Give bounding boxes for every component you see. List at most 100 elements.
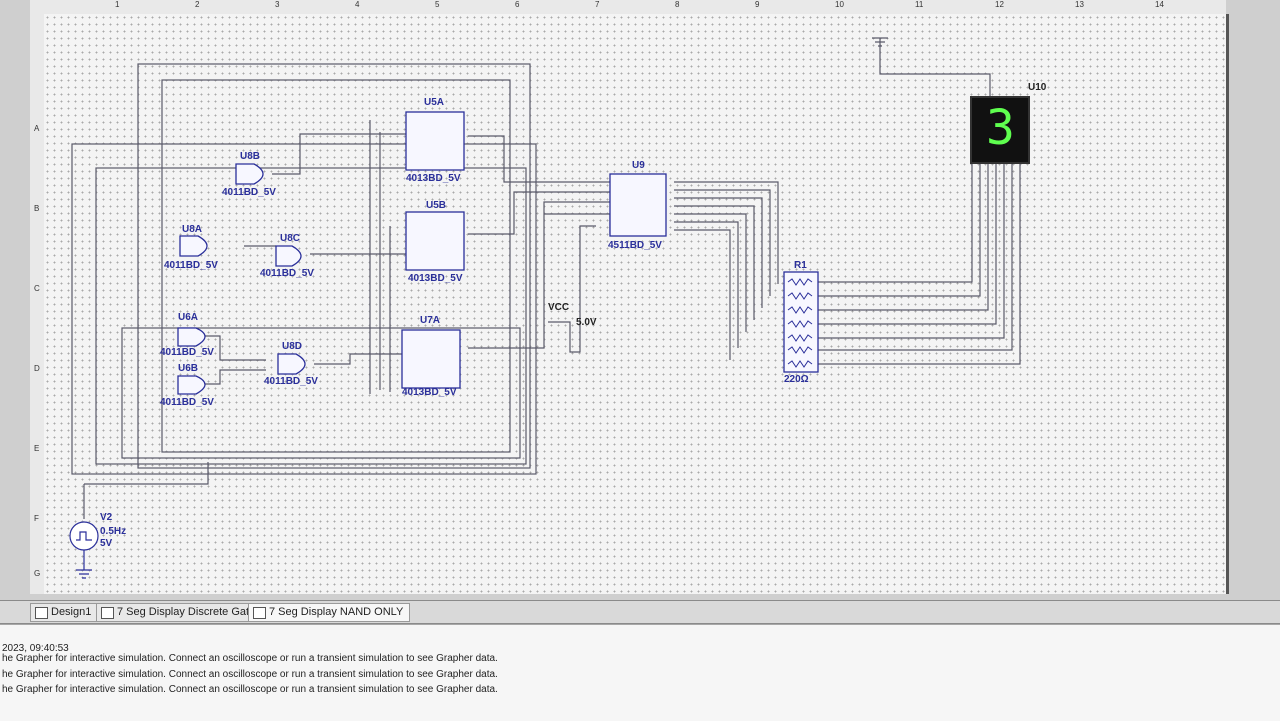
u8a-part: 4011BD_5V	[164, 260, 218, 271]
segment-wire	[674, 221, 739, 348]
ruler-tick: C	[34, 284, 40, 293]
data-wire	[468, 201, 610, 349]
vcc-value: 5.0V	[576, 317, 597, 328]
schematic-icon	[253, 607, 266, 619]
tab-label: Design1	[51, 606, 92, 618]
display-wire	[818, 162, 989, 311]
resistor-zigzag	[787, 334, 813, 342]
nand-gate-u8d	[277, 353, 306, 375]
v2-ref[interactable]: V2	[100, 512, 113, 523]
ground-wire	[879, 38, 991, 96]
ruler-tick: 13	[1075, 0, 1084, 9]
gate-wire	[204, 335, 266, 361]
spreadsheet-log-panel[interactable]: 2023, 09:40:53 he Grapher for interactiv…	[0, 624, 1280, 721]
nand-gate-u8a	[179, 235, 208, 257]
ruler-tick: 8	[675, 0, 680, 9]
log-line: he Grapher for interactive simulation. C…	[2, 669, 498, 680]
feedback-wire	[137, 63, 531, 469]
data-wire	[468, 135, 610, 183]
tab-7-seg-display-nand-only[interactable]: 7 Seg Display NAND ONLY	[248, 603, 411, 622]
flip-flop-u5a	[405, 111, 465, 171]
feedback-wire	[95, 167, 527, 465]
u10-ref[interactable]: U10	[1028, 82, 1047, 93]
clock-source-v2	[69, 521, 99, 551]
u5b-ref[interactable]: U5B	[426, 200, 447, 211]
r1-value: 220Ω	[784, 374, 809, 385]
ruler-tick: 10	[835, 0, 844, 9]
resistor-zigzag	[787, 306, 813, 314]
schematic-canvas[interactable]: U5A 4013BD_5V U5B 4013BD_5V U7A 4013BD_5…	[44, 14, 1229, 594]
u5a-part: 4013BD_5V	[406, 173, 461, 184]
feedback-wire	[161, 79, 511, 453]
ground-symbol	[872, 37, 888, 47]
ruler-tick: 6	[515, 0, 520, 9]
ruler-tick: 14	[1155, 0, 1164, 9]
display-wire	[818, 162, 997, 325]
u8d-ref[interactable]: U8D	[282, 341, 303, 352]
u5a-label[interactable]: U5A	[424, 97, 444, 108]
ruler-tick: 4	[355, 0, 360, 9]
ruler-tick: B	[34, 204, 40, 213]
u6a-part: 4011BD_5V	[160, 347, 214, 358]
u9-ref[interactable]: U9	[632, 160, 645, 171]
u6a-ref[interactable]: U6A	[178, 312, 199, 323]
nand-gate-u6a	[177, 327, 206, 347]
u8c-ref[interactable]: U8C	[280, 233, 301, 244]
data-wire	[544, 213, 611, 234]
feedback-wire	[121, 327, 521, 459]
schematic-icon	[35, 607, 48, 619]
resistor-zigzag	[787, 320, 813, 328]
ruler-tick: 9	[755, 0, 760, 9]
u6b-ref[interactable]: U6B	[178, 363, 199, 374]
log-line: he Grapher for interactive simulation. C…	[2, 684, 498, 695]
decoder-u9	[609, 173, 667, 237]
tab-design1[interactable]: Design1	[30, 603, 99, 622]
display-wire	[818, 162, 973, 283]
v2-amp: 5V	[100, 538, 113, 549]
flip-flop-u5b	[405, 211, 465, 271]
u5b-part: 4013BD_5V	[408, 273, 463, 284]
u8b-ref[interactable]: U8B	[240, 151, 261, 162]
resistor-zigzag	[787, 360, 813, 368]
ruler-tick: D	[34, 364, 40, 373]
ruler-tick: F	[34, 514, 39, 523]
u7a-part: 4013BD_5V	[402, 387, 457, 398]
u8a-ref[interactable]: U8A	[182, 224, 203, 235]
u9-part: 4511BD_5V	[608, 240, 662, 251]
resistor-zigzag	[787, 292, 813, 300]
u5a-ref: U5A	[424, 97, 445, 108]
seven-segment-display[interactable]: 3	[970, 96, 1030, 164]
v2-freq: 0.5Hz	[100, 526, 127, 537]
segment-wire	[674, 197, 763, 308]
u6b-part: 4011BD_5V	[160, 397, 214, 408]
u7a-ref[interactable]: U7A	[420, 315, 441, 326]
r1-ref[interactable]: R1	[794, 260, 807, 271]
ruler-tick: A	[34, 124, 40, 133]
ruler-tick: E	[34, 444, 40, 453]
nand-gate-u8b	[235, 163, 264, 185]
ruler-tick: 11	[915, 0, 924, 9]
segment-wire	[674, 213, 747, 332]
resistor-zigzag	[787, 346, 813, 354]
u8d-part: 4011BD_5V	[264, 376, 318, 387]
display-digit: 3	[986, 100, 1015, 156]
log-timestamp: 2023, 09:40:53	[2, 643, 69, 654]
ground-symbol	[76, 550, 92, 579]
gate-wire	[272, 133, 406, 175]
tab-7-seg-display-discrete-gate[interactable]: 7 Seg Display Discrete Gate	[96, 603, 263, 622]
gate-wire	[314, 353, 404, 365]
schematic-drawing	[69, 37, 1021, 579]
log-line: he Grapher for interactive simulation. C…	[2, 653, 498, 664]
display-wire	[818, 162, 1013, 351]
design-tab-bar: Design1 7 Seg Display Discrete Gate 7 Se…	[0, 600, 1280, 624]
feedback-wire	[71, 143, 537, 475]
ruler-tick: 5	[435, 0, 440, 9]
gate-wire	[204, 369, 266, 385]
segment-wire	[674, 205, 755, 320]
display-wire	[818, 162, 1021, 365]
vcc-ref[interactable]: VCC	[548, 302, 570, 313]
u8c-part: 4011BD_5V	[260, 268, 314, 279]
display-wire	[818, 162, 1005, 339]
clock-wire	[84, 462, 209, 485]
